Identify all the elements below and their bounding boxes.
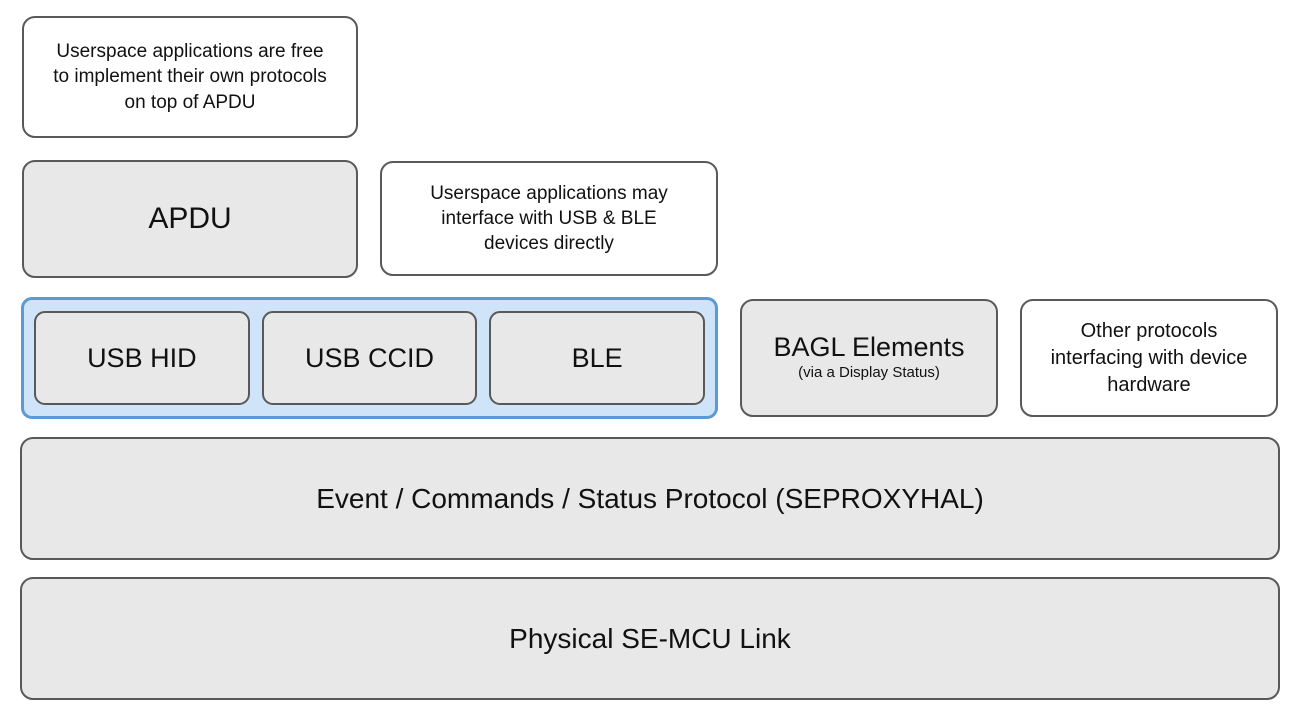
physical-link-label: Physical SE-MCU Link [509, 622, 791, 654]
usb-hid-label: USB HID [87, 342, 197, 373]
other-protocols-note-text: Other protocols interfacing with device … [1050, 319, 1248, 396]
userspace-protocols-note-text: Userspace applications are free to imple… [53, 41, 327, 113]
apdu-box: APDU [22, 160, 358, 278]
bagl-elements-title: BAGL Elements [773, 332, 965, 363]
ble-box: BLE [489, 311, 706, 405]
seproxyhal-box: Event / Commands / Status Protocol (SEPR… [20, 437, 1280, 560]
userspace-protocols-note: Userspace applications are free to imple… [22, 16, 358, 138]
usb-hid-box: USB HID [34, 311, 250, 405]
physical-link-box: Physical SE-MCU Link [20, 577, 1280, 700]
apdu-label: APDU [148, 202, 232, 235]
direct-interface-note: Userspace applications may interface wit… [380, 161, 718, 276]
seproxyhal-label: Event / Commands / Status Protocol (SEPR… [316, 482, 984, 514]
bagl-elements-subtitle: (via a Display Status) [798, 364, 940, 382]
usb-ccid-label: USB CCID [305, 342, 435, 373]
other-protocols-note: Other protocols interfacing with device … [1020, 299, 1278, 417]
bagl-elements-box: BAGL Elements (via a Display Status) [740, 299, 998, 417]
usb-ccid-box: USB CCID [261, 311, 478, 405]
transport-group: USB HID USB CCID BLE [21, 297, 718, 419]
direct-interface-note-text: Userspace applications may interface wit… [430, 182, 668, 255]
ble-label: BLE [571, 342, 623, 373]
